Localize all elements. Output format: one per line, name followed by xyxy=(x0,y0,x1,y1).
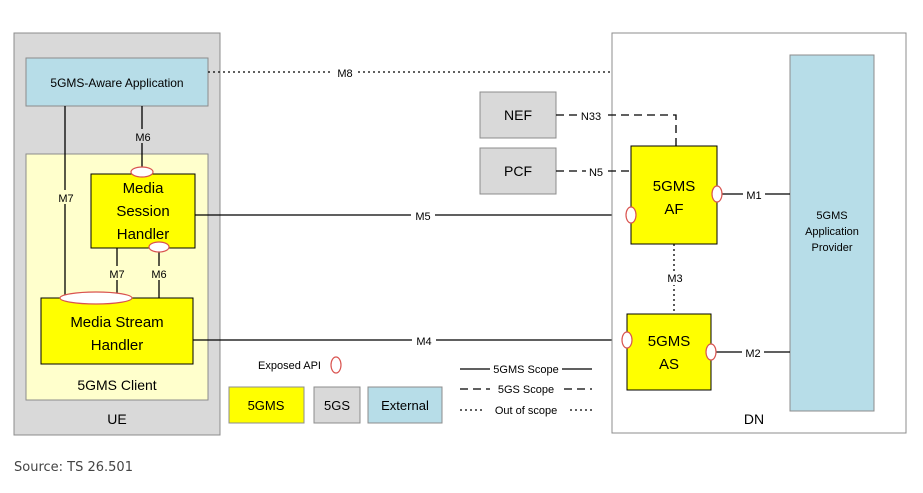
legend-out-scope-label: Out of scope xyxy=(495,405,557,417)
dn-label: DN xyxy=(744,411,764,427)
m1-label-bg xyxy=(743,187,765,201)
m3-label-bg xyxy=(664,271,686,285)
m7-inner-label-bg xyxy=(106,266,128,280)
m6-inner-label: M6 xyxy=(151,269,166,281)
legend-5gms-label: 5GMS xyxy=(248,398,285,413)
msh-label-3: Handler xyxy=(117,226,170,243)
provider-label-1: 5GMS xyxy=(816,210,847,222)
msh-api-oval-bottom xyxy=(148,241,170,253)
pcf-box xyxy=(479,147,557,195)
source-footer: Source: TS 26.501 xyxy=(14,460,133,475)
legend-5gms-scope-label: 5GMS Scope xyxy=(493,364,558,376)
legend-5gms-box xyxy=(228,386,305,424)
msh-label-1: Media xyxy=(123,180,165,197)
n33-label: N33 xyxy=(581,111,601,123)
af-api-oval-m1 xyxy=(711,185,723,203)
media-stream-handler-box xyxy=(40,297,194,365)
m6-top-label: M6 xyxy=(135,132,150,144)
m8-label: M8 xyxy=(337,68,352,80)
n33-label-bg xyxy=(578,108,604,122)
legend-external-box xyxy=(367,386,443,424)
legend-5gs-scope-bg xyxy=(490,382,562,396)
m2-label-bg xyxy=(742,345,764,359)
af-box xyxy=(630,145,718,245)
application-provider-box xyxy=(789,54,875,412)
as-api-oval-m2 xyxy=(705,343,717,361)
m2-label: M2 xyxy=(745,348,760,360)
msh-api-oval-top xyxy=(130,166,154,178)
ue-label: UE xyxy=(107,411,126,427)
mst-label-1: Media Stream xyxy=(70,314,163,331)
legend-out-scope-bg xyxy=(484,403,568,417)
m6-top-label-bg xyxy=(132,129,154,143)
nef-label: NEF xyxy=(504,107,532,123)
as-label-2: AS xyxy=(659,356,679,373)
m7-inner-label: M7 xyxy=(109,269,124,281)
m6-inner-label-bg xyxy=(148,266,170,280)
legend-external-label: External xyxy=(381,398,429,413)
af-api-oval-m5 xyxy=(625,206,637,224)
as-label-1: 5GMS xyxy=(648,333,691,350)
m5-label-bg xyxy=(411,208,435,222)
m7-label: M7 xyxy=(58,193,73,205)
m8-label-bg xyxy=(332,65,358,79)
m1-label: M1 xyxy=(746,190,761,202)
as-box xyxy=(626,313,712,391)
pcf-label: PCF xyxy=(504,163,532,179)
af-label-2: AF xyxy=(664,201,683,218)
media-session-handler-box xyxy=(90,173,196,249)
legend-5gs-label: 5GS xyxy=(324,398,350,413)
aware-application-label: 5GMS-Aware Application xyxy=(50,76,183,90)
m4-label: M4 xyxy=(416,336,431,348)
n5-label: N5 xyxy=(589,167,603,179)
nef-box xyxy=(479,91,557,139)
provider-label-2: Application xyxy=(805,226,859,238)
legend-5gs-scope-label: 5GS Scope xyxy=(498,384,554,396)
aware-application-box xyxy=(25,57,209,107)
mst-label-2: Handler xyxy=(91,337,144,354)
m5-label: M5 xyxy=(415,211,430,223)
legend-exposed-api-label: Exposed API xyxy=(258,360,321,372)
mst-api-oval xyxy=(59,291,133,305)
legend-exposed-api-oval xyxy=(330,356,342,374)
provider-label-3: Provider xyxy=(812,242,853,254)
as-api-oval-m4 xyxy=(621,331,633,349)
legend-5gms-scope-bg xyxy=(490,362,562,376)
m7-label-bg xyxy=(56,190,76,204)
legend-5gs-box xyxy=(313,386,361,424)
n5-label-bg xyxy=(586,164,606,178)
client-label: 5GMS Client xyxy=(77,377,156,393)
m4-label-bg xyxy=(412,333,436,347)
af-label-1: 5GMS xyxy=(653,178,696,195)
m3-label: M3 xyxy=(667,273,682,285)
msh-label-2: Session xyxy=(116,203,169,220)
